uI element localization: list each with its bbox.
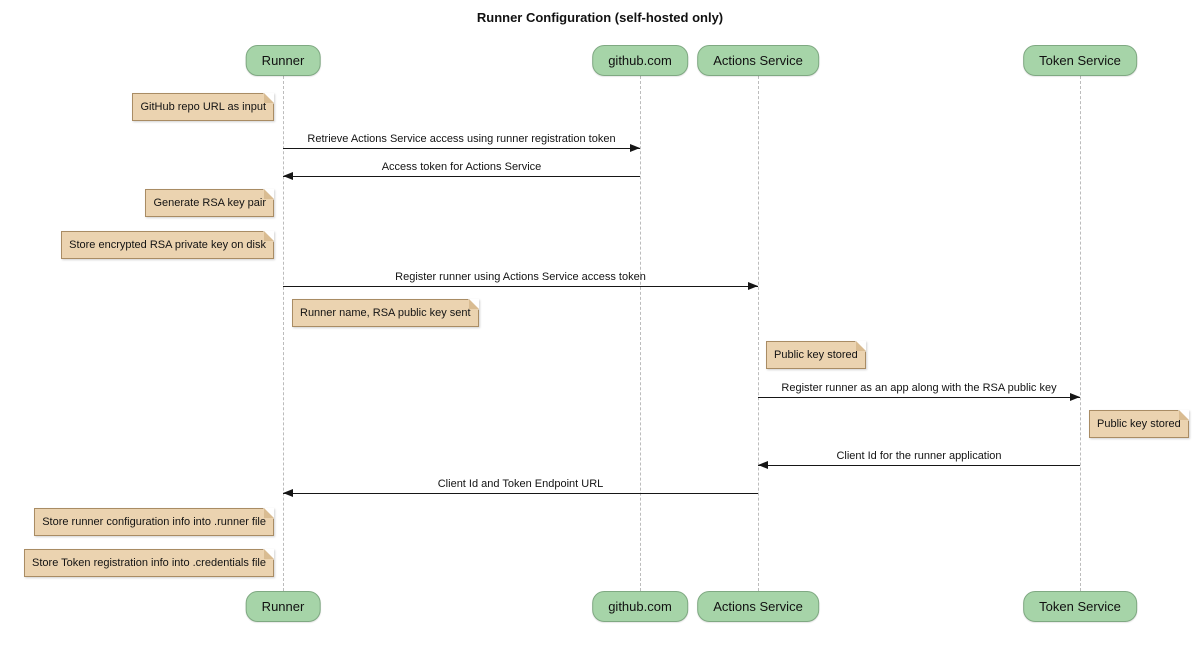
diagram-title: Runner Configuration (self-hosted only) [476,10,724,25]
participant-github-com-top: github.com [592,45,688,76]
arrowhead-left-icon [283,172,293,180]
note: Public key stored [766,341,866,369]
participant-token-service-top: Token Service [1023,45,1137,76]
note: GitHub repo URL as input [132,93,274,121]
participant-actions-service-top: Actions Service [697,45,819,76]
message-label: Register runner as an app along with the… [781,382,1057,394]
arrowhead-left-icon [758,461,768,469]
participant-actions-service-bottom: Actions Service [697,591,819,622]
arrowhead-right-icon [630,144,640,152]
lifeline-runner [283,76,284,591]
message-line-actions-service-to-token-service [758,397,1080,398]
message-line-github-com-to-runner [283,176,640,177]
arrowhead-right-icon [748,282,758,290]
note: Public key stored [1089,410,1189,438]
participant-token-service-bottom: Token Service [1023,591,1137,622]
message-line-token-service-to-actions-service [758,465,1080,466]
message-line-runner-to-actions-service [283,286,758,287]
message-label: Access token for Actions Service [381,161,542,173]
participant-runner-top: Runner [245,45,321,76]
note: Store runner configuration info into .ru… [34,508,274,536]
lifeline-github-com [640,76,641,591]
participant-runner-bottom: Runner [245,591,321,622]
note: Store encrypted RSA private key on disk [61,231,274,259]
note: Store Token registration info into .cred… [24,549,274,577]
message-line-runner-to-github-com [283,148,640,149]
note: Generate RSA key pair [145,189,274,217]
participant-github-com-bottom: github.com [592,591,688,622]
message-line-actions-service-to-runner [283,493,758,494]
lifeline-token-service [1080,76,1081,591]
arrowhead-left-icon [283,489,293,497]
arrowhead-right-icon [1070,393,1080,401]
message-label: Retrieve Actions Service access using ru… [307,133,616,145]
message-label: Register runner using Actions Service ac… [395,271,646,283]
message-label: Client Id for the runner application [836,450,1002,462]
lifeline-actions-service [758,76,759,591]
note: Runner name, RSA public key sent [292,299,479,327]
message-label: Client Id and Token Endpoint URL [437,478,604,490]
